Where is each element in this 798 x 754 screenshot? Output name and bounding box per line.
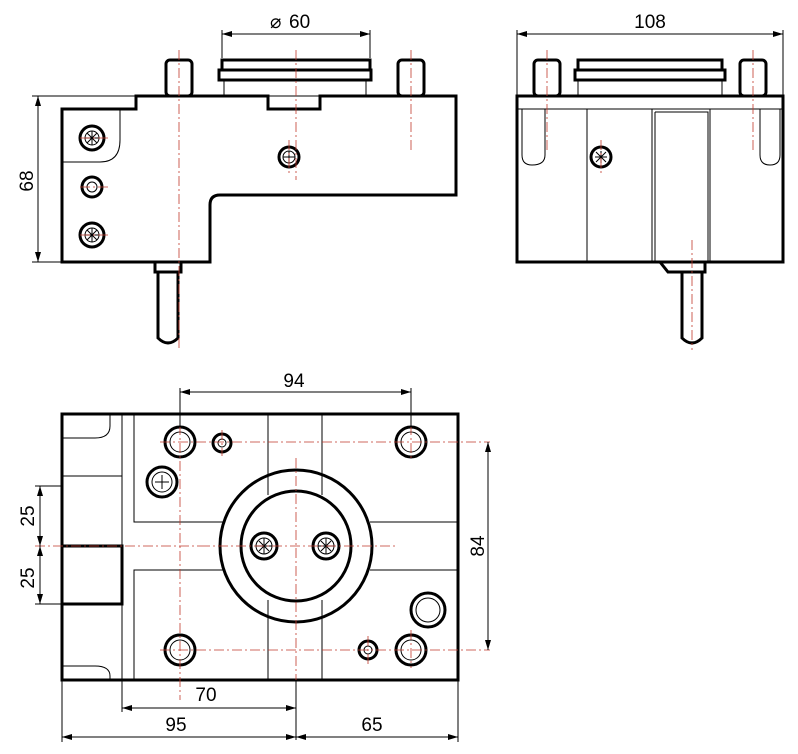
top-fitting-left: [145, 465, 179, 499]
top-dim-95-value: 95: [165, 715, 186, 736]
front-body-recess: [62, 109, 121, 163]
side-body-outline: [515, 94, 785, 264]
top-dim-84: 84: [468, 442, 491, 650]
top-dim-25-pair: 25 25: [18, 485, 62, 605]
front-body-outline: [60, 94, 458, 264]
front-bottom-pin: [153, 260, 183, 345]
top-dim-25-upper-value: 25: [18, 505, 39, 526]
top-dim-95-65: 95 65: [61, 680, 459, 742]
front-view: ⌀ 60 68: [17, 12, 458, 350]
top-dim-94: 94: [179, 371, 412, 427]
front-flange: [217, 58, 373, 97]
top-dim-70-value: 70: [195, 685, 216, 706]
side-flange: [573, 58, 727, 97]
top-dim-94-value: 94: [283, 371, 305, 392]
top-dim-65-value: 65: [361, 715, 382, 736]
top-dim-84-value: 84: [468, 535, 489, 557]
front-diameter-value: 60: [289, 12, 310, 33]
diameter-symbol: ⌀: [270, 12, 281, 33]
top-dim-25-lower-value: 25: [18, 567, 39, 588]
top-dim-70: 70: [121, 680, 297, 740]
front-height-value: 68: [17, 170, 38, 191]
side-view: 108: [515, 12, 785, 350]
side-width-value: 108: [634, 12, 666, 33]
front-diameter-dimension: ⌀ 60: [221, 12, 371, 58]
side-bottom-pin: [658, 261, 707, 345]
top-view: 94 84 25 25 70 95 65: [18, 371, 491, 742]
top-fitting-right: [409, 591, 447, 629]
front-height-dimension: 68: [17, 95, 136, 263]
side-width-dimension: 108: [516, 12, 784, 96]
